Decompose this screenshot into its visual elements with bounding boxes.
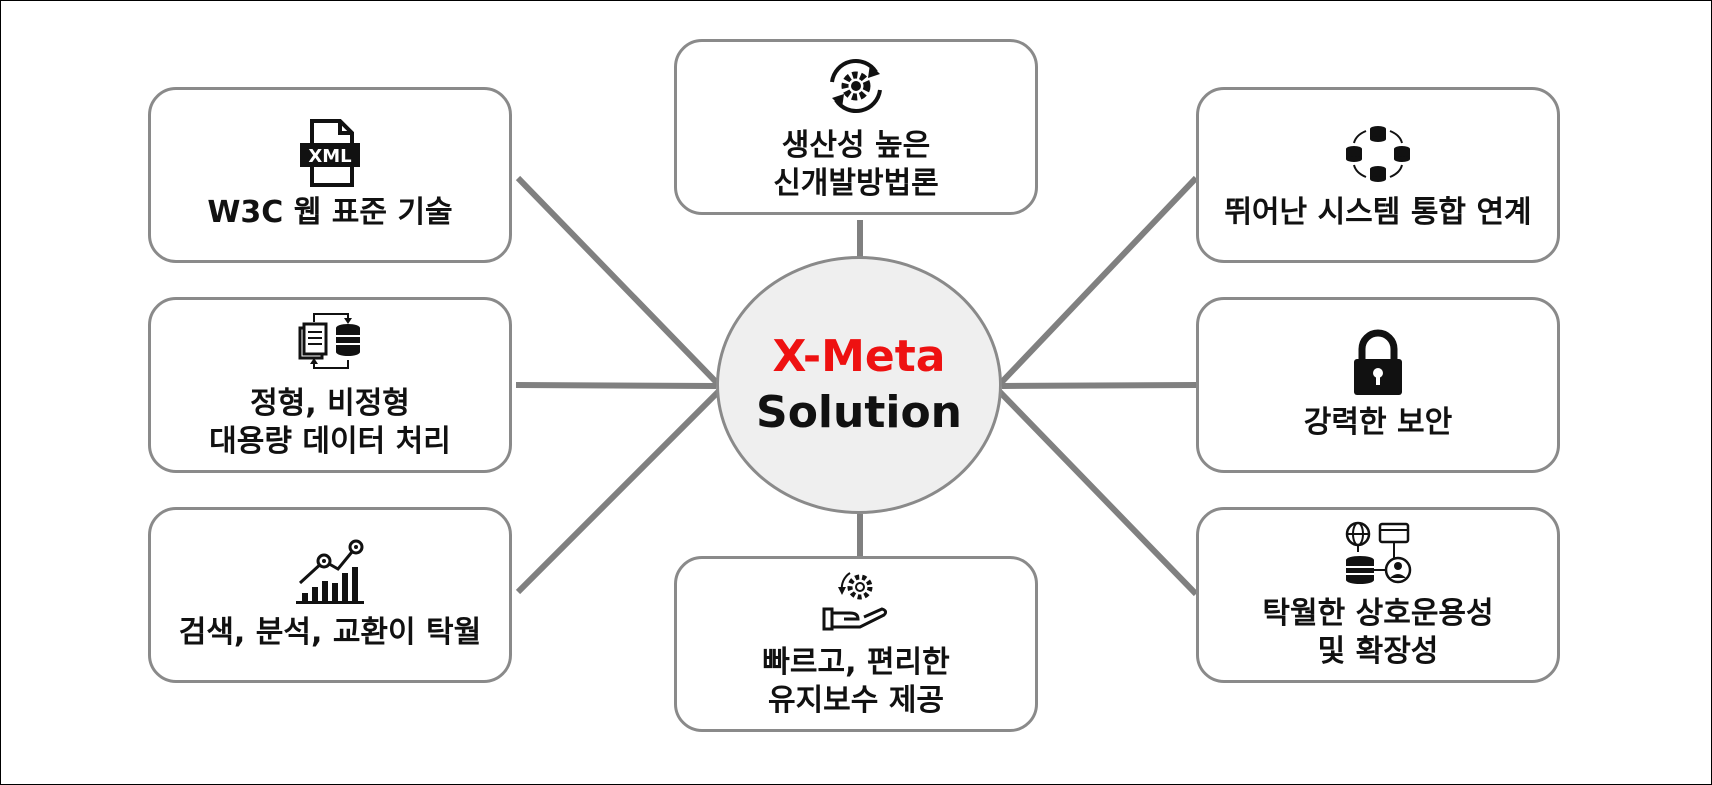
connector-data: [515, 382, 717, 389]
feature-label-security: 강력한 보안: [1304, 404, 1452, 442]
feature-label-line: 유지보수 제공: [767, 683, 945, 718]
hub-title-line2: Solution: [756, 387, 962, 438]
feature-card-w3c: XML W3C 웹 표준 기술: [148, 87, 512, 263]
feature-label-line: W3C 웹 표준 기술: [207, 195, 453, 230]
feature-label-interop: 탁월한 상호운용성 및 확장성: [1262, 595, 1493, 671]
feature-card-search: 검색, 분석, 교환이 탁월: [148, 507, 512, 683]
feature-card-productivity: 생산성 높은 신개발방법론: [674, 39, 1038, 215]
globe-database-icon: [1338, 519, 1418, 589]
hub-title-line1: X-Meta: [772, 331, 946, 382]
padlock-icon: [1338, 328, 1418, 398]
connector-integration: [995, 175, 1199, 389]
feature-card-security: 강력한 보안: [1196, 297, 1560, 473]
connector-interop: [995, 387, 1199, 597]
svg-text:XML: XML: [308, 146, 351, 167]
feature-label-line: 검색, 분석, 교환이 탁월: [178, 615, 482, 650]
feature-card-integration: 뛰어난 시스템 통합 연계: [1196, 87, 1560, 263]
feature-label-line: 신개발방법론: [773, 166, 939, 201]
hub-circle: X-Meta Solution: [716, 256, 1002, 514]
feature-label-line: 빠르고, 편리한: [762, 645, 950, 680]
feature-label-line: 강력한 보안: [1303, 405, 1453, 440]
feature-label-line: 정형, 비정형: [250, 386, 410, 421]
feature-label-integration: 뛰어난 시스템 통합 연계: [1224, 194, 1531, 232]
growth-chart-icon: [290, 538, 370, 608]
gear-cycle-icon: [816, 51, 896, 121]
document-database-icon: [290, 309, 370, 379]
feature-label-line: 생산성 높은: [781, 128, 931, 163]
feature-card-maintenance: 빠르고, 편리한 유지보수 제공: [674, 556, 1038, 732]
feature-label-maintenance: 빠르고, 편리한 유지보수 제공: [762, 644, 949, 720]
feature-label-line: 및 확장성: [1317, 634, 1439, 669]
connector-security: [1001, 382, 1197, 389]
feature-label-line: 뛰어난 시스템 통합 연계: [1224, 195, 1532, 230]
feature-label-line: 대용량 데이터 처리: [209, 424, 451, 459]
feature-label-w3c: W3C 웹 표준 기술: [207, 194, 452, 232]
feature-label-data: 정형, 비정형 대용량 데이터 처리: [209, 385, 451, 461]
feature-card-data: 정형, 비정형 대용량 데이터 처리: [148, 297, 512, 473]
connector-w3c: [515, 175, 723, 389]
feature-label-productivity: 생산성 높은 신개발방법론: [773, 127, 939, 203]
gear-hand-icon: [816, 568, 896, 638]
database-network-icon: [1338, 118, 1418, 188]
connector-search: [515, 387, 723, 595]
feature-label-line: 탁월한 상호운용성: [1262, 596, 1494, 631]
xml-file-icon: XML: [290, 118, 370, 188]
feature-card-interop: 탁월한 상호운용성 및 확장성: [1196, 507, 1560, 683]
feature-label-search: 검색, 분석, 교환이 탁월: [179, 614, 482, 652]
